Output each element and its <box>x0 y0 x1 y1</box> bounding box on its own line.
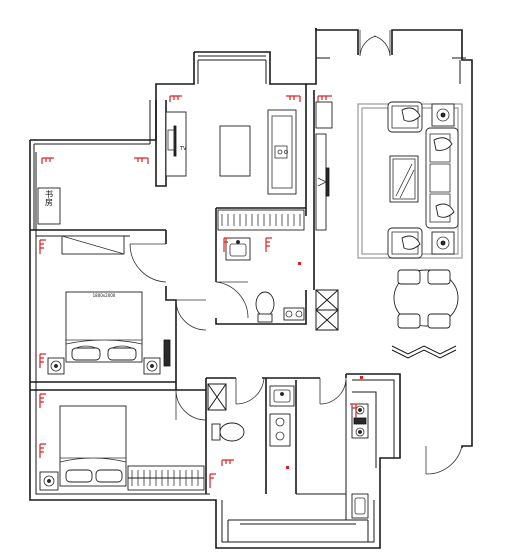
outlet <box>209 473 216 488</box>
dining-chair <box>397 269 421 285</box>
dining-area <box>315 269 459 331</box>
outlet <box>286 95 301 102</box>
outlet <box>265 237 272 252</box>
tv-mark: TV <box>179 146 187 152</box>
table <box>219 125 251 177</box>
outlet <box>39 353 46 368</box>
outlet <box>134 157 149 164</box>
sink <box>269 385 295 407</box>
study-desk <box>37 187 61 225</box>
sink <box>225 237 251 261</box>
kitchen <box>351 403 369 519</box>
outlet <box>39 239 46 254</box>
second-bedroom <box>39 383 227 491</box>
outlet <box>39 393 46 408</box>
dining-chair <box>397 313 421 329</box>
kitchen-sink <box>351 493 369 519</box>
outlet <box>221 459 234 466</box>
toilet <box>255 291 275 317</box>
bed-size: 1800x2000 <box>93 293 116 298</box>
master-bedroom: 1800x2000 <box>47 235 171 375</box>
outlet <box>39 443 46 458</box>
outlet <box>350 403 357 418</box>
toilet <box>219 422 245 442</box>
center-room: TV <box>165 109 297 195</box>
living-room <box>315 101 463 259</box>
outlet <box>317 95 332 102</box>
study-label: 书房 <box>45 189 54 207</box>
dining-chair <box>427 269 451 285</box>
outlets <box>39 95 363 488</box>
bathroom-2 <box>211 385 295 447</box>
wardrobe <box>217 209 305 231</box>
outlet <box>223 237 230 252</box>
interior-walls <box>30 90 377 520</box>
tv-unit <box>315 133 327 231</box>
coffee-table <box>389 155 419 203</box>
outlet <box>41 157 54 164</box>
bathroom-1 <box>217 209 305 323</box>
outlet <box>169 95 182 102</box>
study: 书房 <box>37 187 61 225</box>
doors <box>129 30 463 475</box>
dining-chair <box>427 313 451 329</box>
